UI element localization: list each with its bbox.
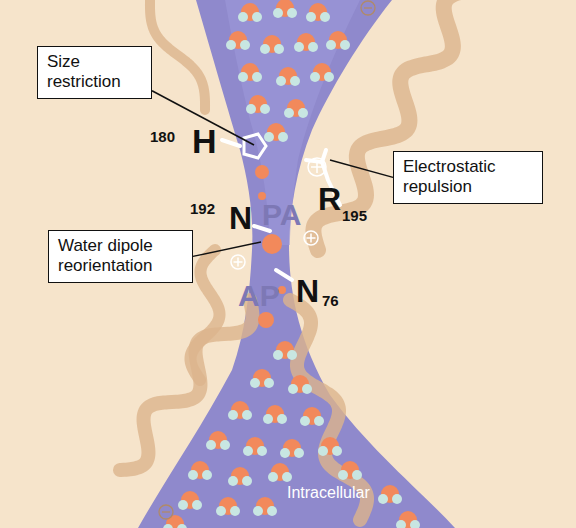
residue-letter: H	[192, 124, 217, 158]
residue-number: 192	[190, 201, 215, 216]
water-molecule	[318, 437, 342, 456]
leader-line	[193, 242, 261, 256]
water-oxygen	[255, 165, 269, 179]
callout-text: Size restriction	[47, 52, 142, 93]
water-oxygen	[258, 312, 274, 328]
water-molecule	[310, 63, 334, 82]
region-label: Intracellular	[287, 485, 370, 501]
water-molecule	[238, 3, 262, 22]
water-molecule	[300, 407, 324, 426]
motif-letters: PA	[262, 200, 301, 230]
callout-text: Water dipole reorientation	[58, 236, 183, 277]
callout-box: Size restriction	[37, 46, 152, 99]
water-molecule	[264, 123, 288, 142]
motif-letters: AP	[238, 281, 280, 311]
water-molecule	[250, 369, 274, 388]
alpha-helix	[313, 0, 470, 250]
water-molecule	[228, 401, 252, 420]
water-molecule	[276, 67, 300, 86]
alpha-helix	[120, 300, 252, 470]
water-oxygen	[262, 234, 282, 254]
water-molecule	[306, 3, 330, 22]
water-molecule	[228, 467, 252, 486]
water-molecule	[226, 31, 250, 50]
water-molecule	[294, 33, 318, 52]
water-molecule	[216, 497, 240, 516]
water-molecule	[260, 35, 284, 54]
water-molecule	[246, 95, 270, 114]
residue-number: 195	[342, 208, 367, 223]
water-molecule	[284, 99, 308, 118]
alpha-helix	[191, 250, 220, 380]
water-molecule	[253, 497, 277, 516]
water-molecule	[396, 511, 420, 528]
residue-number: 76	[322, 293, 339, 308]
residue-letter: R	[318, 183, 341, 215]
callout-box: Electrostatic repulsion	[393, 151, 543, 204]
residue-letter: N	[296, 275, 319, 307]
water-molecule	[378, 485, 402, 504]
leader-line	[330, 160, 393, 177]
water-molecule	[243, 437, 267, 456]
water-molecule	[326, 31, 350, 50]
residue-letter: N	[229, 202, 252, 234]
water-molecule	[288, 375, 312, 394]
water-molecule	[178, 491, 202, 510]
water-molecule	[188, 461, 212, 480]
water-molecule	[338, 461, 362, 480]
water-molecule	[273, 0, 297, 18]
residue-number: 180	[150, 129, 175, 144]
callout-box: Water dipole reorientation	[48, 230, 193, 283]
water-molecule	[268, 463, 292, 482]
callout-text: Electrostatic repulsion	[403, 157, 533, 198]
water-molecule	[206, 431, 230, 450]
water-molecule	[238, 63, 262, 82]
water-oxygen	[258, 192, 266, 200]
channel-shade	[225, 0, 360, 245]
water-molecule	[273, 341, 297, 360]
water-molecule	[263, 405, 287, 424]
water-molecule	[280, 439, 304, 458]
water-molecule	[163, 515, 187, 528]
